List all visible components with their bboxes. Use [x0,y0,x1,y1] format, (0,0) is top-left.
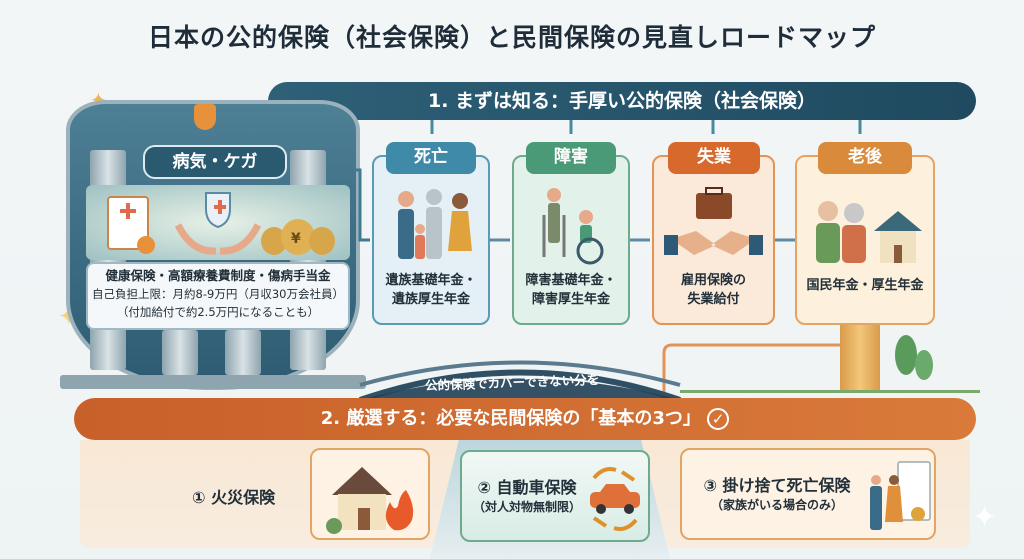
illness-cost-cap: 自己負担上限：月約8-9万円（月収30万会社員） [92,287,344,301]
term-life-title: ③ 掛け捨て死亡保険 [703,476,851,495]
building-base [60,375,366,389]
card-unemployment-label: 失業 [668,142,760,174]
illness-systems: 健康保険・高額療養費制度・傷病手当金 [105,268,331,283]
family-icon [398,189,472,259]
term-life-insurance-card: ③ 掛け捨て死亡保険 （家族がいる場合のみ） [680,448,936,540]
step1-banner: 1. まずは知る：手厚い公的保険（社会保険） [268,82,976,120]
medical-icons: ¥ [107,192,335,255]
auto-insurance-title: ② 自動車保険 [477,478,577,497]
card-retirement: 国民年金・厚生年金 [795,155,935,325]
fire-insurance-title: ① 火災保険 [192,488,276,507]
house-fire-icon [326,467,414,534]
card-disability-line1: 障害基礎年金・ [525,273,617,288]
term-life-sub: （家族がいる場合のみ） [710,498,843,512]
card-disability: 障害基礎年金・障害厚生年金 [512,155,630,325]
sparkle-icon: ✦ [972,500,998,535]
card-retirement-label: 老後 [818,142,912,174]
card-death: 遺族基礎年金・遺族厚生年金 [372,155,490,325]
card-unemployment: 雇用保険の失業給付 [652,155,775,325]
card-death-line1: 遺族基礎年金・ [385,273,477,288]
fire-insurance-card [310,448,430,540]
auto-insurance-card: ② 自動車保険 （対人対物無制限） [460,450,650,542]
check-icon: ✓ [707,408,730,430]
shield-emblem-icon [194,104,216,130]
card-unemployment-line2: 失業給付 [687,292,740,307]
illness-illustration: ¥ [86,185,350,260]
bridge [359,360,681,400]
step2-label: 2. 厳選する：必要な民間保険の「基本の3つ」 [320,408,701,429]
fire-insurance-label: ① 火災保険 [192,484,275,508]
wheelchair-icon [542,188,604,265]
card-retirement-line1: 国民年金・厚生年金 [806,278,924,293]
gold-pillar [840,325,880,390]
pillar [225,330,261,375]
card-disability-label: 障害 [526,142,616,174]
car-cycle-icon [590,467,640,531]
tree-icon [895,335,917,375]
tree-icon [915,350,933,380]
page-title: 日本の公的保険（社会保険）と民間保険の見直しロードマップ [147,23,876,52]
pillar [162,330,198,375]
card-disability-line2: 障害厚生年金 [531,292,610,307]
card-death-line2: 遺族厚生年金 [391,292,470,307]
auto-insurance-sub: （対人対物無制限） [472,500,581,514]
illness-note: （付加給付で約2.5万円になることも） [116,305,320,319]
card-death-label: 死亡 [386,142,476,174]
flow-arrows [350,120,862,393]
svg-text:¥: ¥ [291,231,301,247]
illness-label: 病気・ケガ [143,145,287,179]
family-document-icon [870,461,931,530]
ground-line [680,390,980,393]
briefcase-handshake-icon [664,187,763,255]
illness-description: 健康保険・高額療養費制度・傷病手当金 自己負担上限：月約8-9万円（月収30万会… [86,262,350,330]
elderly-couple-house-icon [816,201,922,263]
step2-banner: 2. 厳選する：必要な民間保険の「基本の3つ」 ✓ [74,398,976,440]
card-unemployment-line1: 雇用保険の [680,273,746,288]
